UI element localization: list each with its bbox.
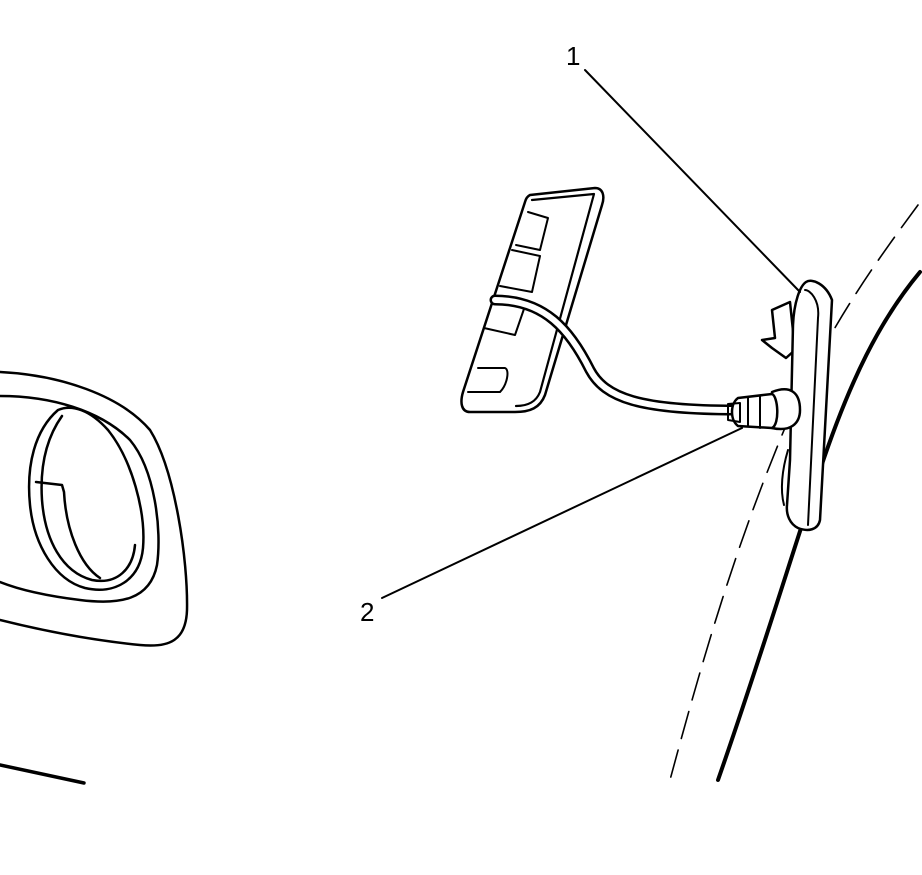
side-marker-lamp	[727, 279, 834, 532]
callout-1-leader	[584, 69, 801, 293]
lamp-wire	[489, 294, 741, 416]
body-panel-opening	[0, 370, 189, 647]
callout-2-label: 2	[360, 597, 374, 627]
body-edge-line	[0, 763, 86, 785]
callout-1-label: 1	[566, 41, 580, 71]
lamp-lens	[460, 186, 605, 414]
callout-2-leader	[381, 427, 743, 599]
